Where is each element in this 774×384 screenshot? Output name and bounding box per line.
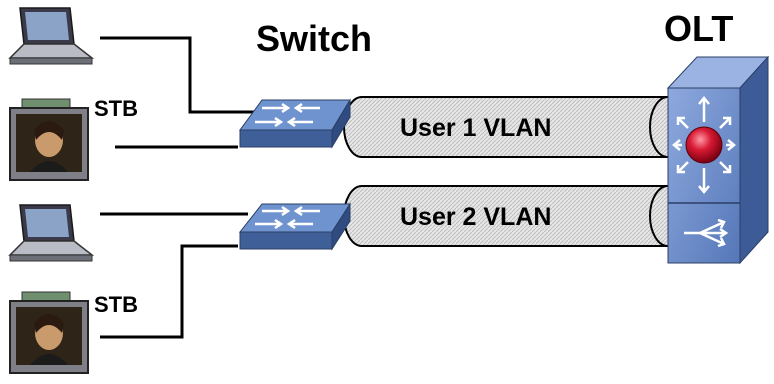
- wire-laptop1-switch1: [100, 36, 262, 114]
- laptop-icon: [8, 7, 95, 65]
- connection-wires: [100, 36, 262, 339]
- laptop-icon: [8, 204, 95, 262]
- vlan-label-user-1: User 1 VLAN: [400, 114, 552, 142]
- tv-icon: [9, 98, 89, 181]
- olt-arrows: [672, 96, 736, 194]
- wire-tv2-switch2: [100, 244, 238, 339]
- network-switch-icon: [239, 98, 351, 149]
- vlan-label-user-2: User 2 VLAN: [400, 203, 552, 231]
- stb-label: STB: [94, 292, 138, 317]
- switch-title: Switch: [256, 18, 373, 59]
- olt-split-arrows: [684, 218, 729, 248]
- olt-title: OLT: [664, 8, 734, 49]
- network-switch-icon: [238, 202, 351, 251]
- stb-label: STB: [94, 96, 138, 121]
- tv-icon: [9, 291, 89, 374]
- olt-router-icon: [666, 55, 770, 265]
